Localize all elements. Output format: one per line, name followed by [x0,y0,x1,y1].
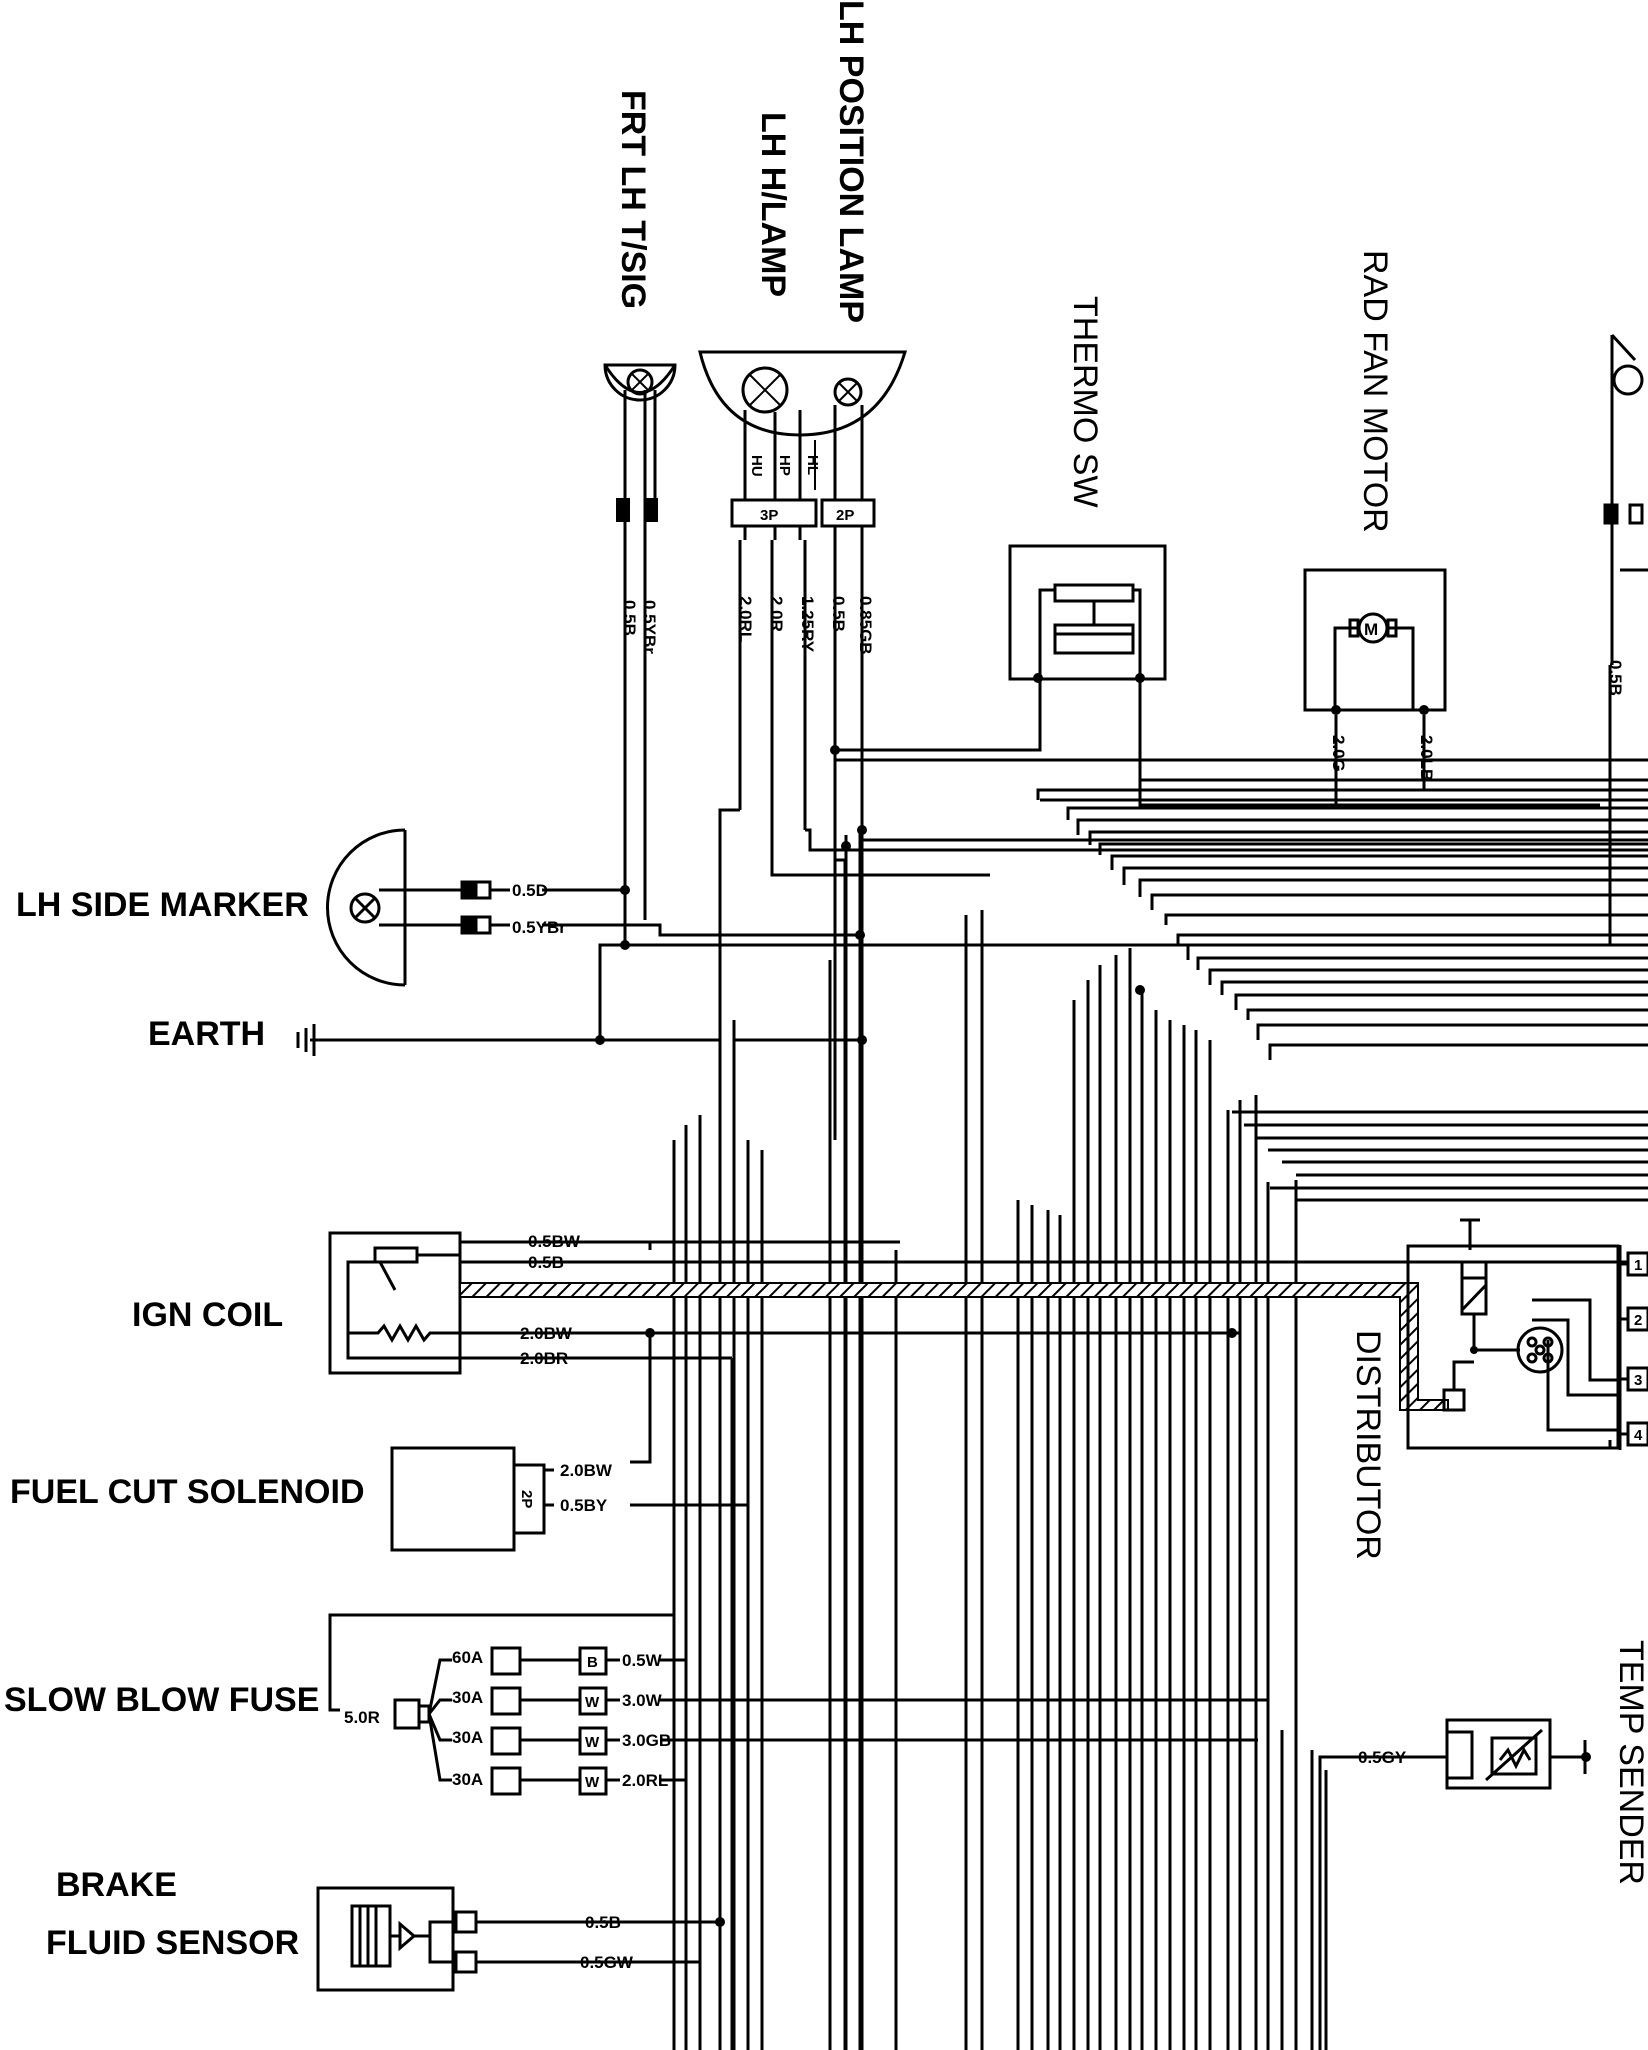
fuel-cut-solenoid [390,1446,554,1552]
fcs-connector: 2P [518,1490,535,1508]
lh-side-marker-label: LH SIDE MARKER [16,886,309,924]
junction-dots [595,673,1591,1927]
wire-hl-3: 1.25RY [798,596,817,653]
wire-temp-1: 0.5GY [1358,1748,1407,1767]
fluid-sensor-label: FLUID SENSOR [46,1924,300,1962]
connector-3p: 3P [760,507,778,524]
wire-marker-1: 0.5D [512,881,548,900]
svg-text:M: M [1364,620,1378,639]
wire-tsig-1: 0.5B [620,600,639,636]
brake-fluid-sensor [316,1886,478,1992]
pin-hp: HP [776,455,793,476]
fuse-4-code: W [585,1774,600,1791]
lh-side-marker [326,828,510,987]
wire-marker-2: 0.5YBr [512,918,566,937]
distributor [1406,1218,1648,1450]
wire-hl-4: 0.5B [829,596,848,632]
wire-hl-5: 0.85GB [856,596,875,655]
temp-sender [1415,1718,1587,1790]
fuse-2-rating: 30A [452,1688,483,1707]
wire-fuse-main: 5.0R [344,1708,380,1727]
wire-tsig-2: 0.5YBr [640,600,659,654]
wire-ign-3: 2.0BW [520,1324,573,1343]
dist-pin-3: 3 [1634,1372,1642,1389]
wire-ign-4: 2.0BR [520,1349,568,1368]
pin-hu: HU [748,455,765,477]
wire-hl-1: 2.0RL [736,596,755,642]
fuse-2-code: W [585,1694,600,1711]
wire-fcs-1: 2.0BW [560,1461,613,1480]
dist-pin-2: 2 [1634,1312,1642,1329]
fuse-3-rating: 30A [452,1728,483,1747]
dist-pin-4: 4 [1634,1427,1643,1444]
fuse-4-rating: 30A [452,1770,483,1789]
earth-ground [296,1024,600,1056]
wire-fcs-2: 0.5BY [560,1496,608,1515]
brake-label: BRAKE [56,1866,177,1904]
wire-brake-1: 0.5B [585,1913,621,1932]
wire-fan-1: 2.0G [1329,735,1348,772]
frt-lh-tsig [603,363,677,665]
rad-fan-motor: M [1303,568,1447,712]
wire-fuse-out-4: 2.0RL [622,1771,668,1790]
right-lamp [1603,333,1644,525]
fuse-1-rating: 60A [452,1648,483,1667]
ign-coil [328,1231,462,1375]
earth-label: EARTH [148,1015,266,1053]
thermo-sw [1008,544,1167,681]
ign-coil-label: IGN COIL [132,1296,284,1334]
wire-right-1: 0.5B [1606,660,1625,696]
wire-fuse-out-3: 3.0GB [622,1731,671,1750]
wire-ign-1: 0.5BW [528,1232,581,1251]
connector-2p: 2P [836,507,854,524]
pin-hl: HL [804,455,821,475]
wire-ign-2: 0.5B [528,1253,564,1272]
dist-pin-1: 1 [1634,1257,1642,1274]
shielded-cable [459,1282,1449,1411]
wire-fuse-out-2: 3.0W [622,1691,663,1710]
slow-blow-fuse [328,1615,620,1796]
wire-fuse-out-1: 0.5W [622,1651,663,1670]
wire-fan-2: 2.0LB [1417,735,1436,781]
fuse-1-code: B [587,1654,598,1671]
fuel-cut-solenoid-label: FUEL CUT SOLENOID [10,1473,365,1511]
slow-blow-fuse-label: SLOW BLOW FUSE [4,1681,320,1719]
headlamp-assembly [698,350,908,540]
wire-hl-2: 2.0R [767,596,786,632]
wire-brake-2: 0.5GW [580,1953,634,1972]
fuse-3-code: W [585,1734,600,1751]
